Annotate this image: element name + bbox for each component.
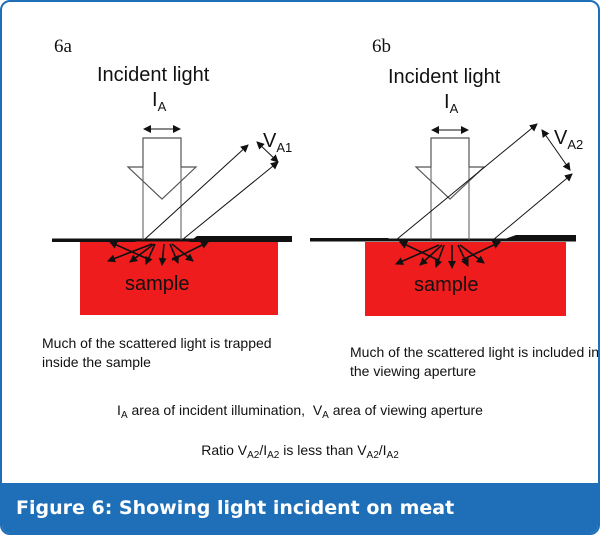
diagram-svg xyxy=(52,123,576,316)
view-line-b2 xyxy=(492,173,573,241)
ratio-line: Ratio VA2/IA2 is less than VA2/IA2 xyxy=(201,442,399,461)
incident-light-label-b: Incident light xyxy=(388,66,501,88)
va-label-a: VA1 xyxy=(263,130,293,155)
sample-label-a: sample xyxy=(125,273,190,295)
ia-label-a: IA xyxy=(152,89,167,114)
view-line-b1 xyxy=(395,123,538,241)
view-line-a2 xyxy=(181,161,279,241)
view-line-a1 xyxy=(143,144,249,241)
legend-line: IA area of incident illumination, VA are… xyxy=(117,402,483,421)
va-width-arrow-a xyxy=(256,141,279,163)
caption-a: Much of the scattered light is trapped i… xyxy=(42,335,272,370)
scatter-arrows-a xyxy=(107,241,209,266)
sample-block-a xyxy=(80,241,278,315)
ia-label-b: IA xyxy=(444,91,459,116)
incident-light-label-a: Incident light xyxy=(97,64,210,86)
caption-b: Much of the scattered light is included … xyxy=(350,344,600,379)
panel-label-a: 6a xyxy=(54,36,72,57)
figure-caption-title: Figure 6: Showing light incident on meat xyxy=(16,497,455,519)
va-label-b: VA2 xyxy=(554,127,584,152)
scatter-arrows-b xyxy=(395,241,501,269)
incident-arrow-a xyxy=(126,137,198,200)
va-width-arrow-b xyxy=(541,129,571,171)
panel-label-b: 6b xyxy=(372,36,391,57)
panel-b-drawing xyxy=(310,123,576,316)
sample-label-b: sample xyxy=(414,274,479,296)
sample-block-b xyxy=(365,242,566,316)
figure-caption-bar: Figure 6: Showing light incident on meat xyxy=(2,483,598,533)
incident-arrow-b xyxy=(414,137,486,200)
panel-a-drawing xyxy=(52,125,292,315)
